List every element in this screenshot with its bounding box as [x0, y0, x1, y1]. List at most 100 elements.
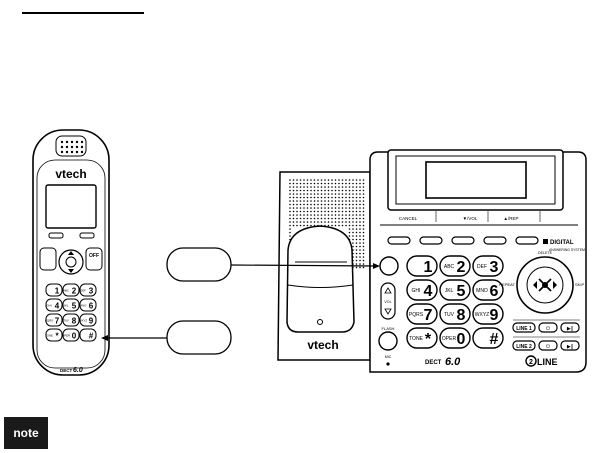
softkey-label-vol: ▼/VOL: [463, 216, 478, 221]
svg-text:8: 8: [457, 307, 466, 324]
base-help-button[interactable]: [379, 256, 399, 276]
handset-off-key[interactable]: [85, 247, 103, 271]
line-2-label: LINE 2: [516, 344, 532, 350]
handset-nav-center[interactable]: [65, 256, 77, 268]
base-softkey-5[interactable]: [515, 236, 539, 245]
line-1-play-button[interactable]: [560, 322, 580, 333]
base-softkey-3[interactable]: [451, 236, 475, 245]
handset-cradle: [286, 225, 355, 333]
handset-talk-key[interactable]: [39, 247, 57, 271]
line-2-power-button[interactable]: [538, 340, 558, 351]
callout-top: [166, 247, 380, 282]
svg-text:9: 9: [490, 307, 499, 324]
skip-arrow-icon: [553, 281, 557, 289]
svg-text:6: 6: [89, 302, 94, 311]
flash-label: FLASH: [382, 326, 395, 331]
line-2-play-button[interactable]: [560, 340, 580, 351]
base-softkey-4[interactable]: [483, 236, 507, 245]
arrow-right-icon: [373, 263, 380, 269]
svg-text:7: 7: [424, 307, 433, 324]
handset-off-label: OFF: [89, 253, 99, 259]
base-flash-button[interactable]: [378, 331, 398, 351]
cradle-contour: [287, 284, 354, 288]
heading-rule: [22, 12, 144, 14]
callout-bubble-2: [166, 320, 232, 355]
svg-text:GHI: GHI: [47, 304, 52, 308]
handset-key-1[interactable]: 1: [45, 283, 63, 297]
callout-bottom: [101, 320, 232, 355]
nav-up-icon: [68, 251, 74, 255]
earpiece-holes: [60, 140, 84, 154]
handset-brand-logo: vtech: [55, 167, 86, 181]
base-softkey-2[interactable]: [419, 236, 443, 245]
handset-softkey-left[interactable]: [48, 232, 64, 239]
handset-key-star[interactable]: *TONE: [45, 328, 63, 342]
line-1-power-button[interactable]: [538, 322, 558, 333]
svg-text:PQRS: PQRS: [45, 319, 53, 323]
handset-screen: [45, 184, 97, 229]
handset-dect-label: DECT: [60, 368, 73, 373]
svg-text:OPER: OPER: [62, 334, 70, 338]
power-icon: ⏻: [546, 326, 550, 332]
callout-bubble-1: [166, 247, 232, 282]
svg-text:JKL: JKL: [445, 288, 454, 294]
line-1-button[interactable]: [512, 322, 536, 333]
mic-label: MIC: [385, 355, 392, 359]
base-key-star[interactable]: *TONE: [406, 327, 438, 349]
base-dect-label: DECT: [425, 360, 442, 366]
softkey-label-rep: ▲/REP: [504, 216, 519, 221]
svg-text:#: #: [490, 331, 499, 348]
charge-contact: [317, 319, 323, 325]
line-count: 2: [529, 359, 533, 366]
handset-key-pound[interactable]: #: [79, 328, 97, 342]
arrow-left-icon: [101, 335, 108, 341]
delete-x-icon: [538, 278, 552, 292]
line-1-row: LINE 1 ⏻ ▶‖: [512, 322, 580, 333]
vol-up-icon: [384, 287, 392, 294]
base-brand-logo: vtech: [307, 338, 338, 352]
speaker-grille: [289, 179, 365, 269]
svg-text:DEF: DEF: [477, 264, 487, 270]
svg-text:MNO: MNO: [476, 288, 488, 294]
base-key-1[interactable]: 1: [406, 255, 438, 277]
base-volume-rocker[interactable]: [380, 282, 396, 320]
base-key-pound[interactable]: #: [472, 327, 504, 349]
svg-text:9: 9: [89, 317, 94, 326]
nav-down-icon: [68, 269, 74, 273]
svg-text:3: 3: [490, 259, 499, 276]
svg-text:*: *: [425, 331, 432, 348]
svg-text:MNO: MNO: [80, 304, 87, 308]
handset-softkey-right[interactable]: [79, 232, 95, 239]
line-2-row: LINE 2 ⏻ ▶‖: [512, 340, 580, 351]
base-softkey-1[interactable]: [387, 236, 411, 245]
line-2-button[interactable]: [512, 340, 536, 351]
svg-text:5: 5: [457, 283, 466, 300]
softkey-label-cancel: CANCEL: [399, 216, 418, 221]
digital-label: DIGITAL: [550, 240, 574, 246]
handset-inner-outline: [36, 159, 106, 369]
svg-text:TUV: TUV: [63, 319, 69, 323]
vol-label: VOL: [384, 300, 391, 304]
skip-label: SKIP: [575, 282, 584, 287]
svg-text:DEF: DEF: [80, 289, 86, 293]
svg-text:1: 1: [424, 259, 433, 276]
